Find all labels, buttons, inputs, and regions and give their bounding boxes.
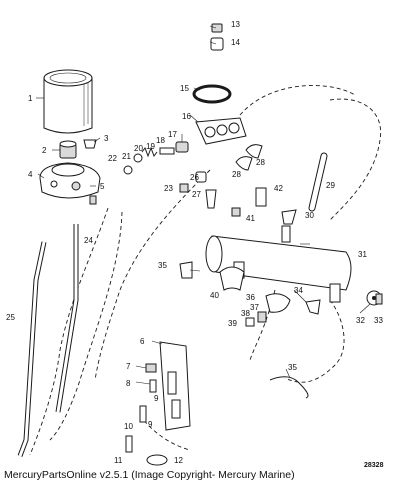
hose-end-parts	[179, 261, 309, 399]
callout-13: 13	[231, 20, 240, 29]
callout-40: 40	[210, 291, 219, 300]
plug-part	[83, 139, 97, 149]
tube-part-29	[308, 152, 328, 212]
callout-6: 6	[140, 337, 145, 346]
callout-39: 39	[228, 319, 237, 328]
callout-38: 38	[241, 309, 250, 318]
o-ring-part	[192, 84, 232, 104]
bracket-part	[125, 341, 191, 466]
callout-25: 25	[6, 313, 15, 322]
callout-labels: 1 2 3 4 5 6 7 8 9 9 10 11 12 13 14 15 16…	[6, 20, 383, 465]
callout-3: 3	[104, 134, 109, 143]
callout-4: 4	[28, 170, 33, 179]
distribution-block-part	[195, 117, 247, 145]
callout-33: 33	[374, 316, 383, 325]
callout-10: 10	[124, 422, 133, 431]
oil-filter-part	[43, 69, 93, 134]
anode-part	[305, 299, 321, 315]
callout-35a: 35	[158, 261, 167, 270]
callout-5: 5	[100, 182, 105, 191]
callout-41: 41	[246, 214, 255, 223]
connector-parts	[179, 171, 217, 209]
filter-mount-part	[39, 162, 101, 199]
callout-32: 32	[356, 316, 365, 325]
small-fittings	[231, 187, 297, 225]
callout-23: 23	[164, 184, 173, 193]
screw-part-5	[89, 195, 97, 205]
callout-19: 19	[146, 142, 155, 151]
callout-29: 29	[326, 181, 335, 190]
screw-part-33	[375, 293, 383, 305]
fitting-part-13	[211, 23, 223, 33]
callout-42: 42	[274, 184, 283, 193]
callout-27: 27	[192, 190, 201, 199]
leader-lines	[36, 25, 371, 385]
callout-20: 20	[134, 144, 143, 153]
copyright-footer: MercuryPartsOnline v2.5.1 (Image Copyrig…	[4, 469, 295, 481]
dipstick-tubes	[17, 224, 79, 457]
callout-14: 14	[231, 38, 240, 47]
dashed-hoses	[29, 85, 382, 456]
callout-17: 17	[168, 130, 177, 139]
callout-28a: 28	[256, 158, 265, 167]
callout-31: 31	[358, 250, 367, 259]
callout-8: 8	[126, 379, 131, 388]
callout-30: 30	[305, 211, 314, 220]
callout-12: 12	[174, 456, 183, 465]
callout-11: 11	[114, 456, 123, 465]
callout-22: 22	[108, 154, 117, 163]
callout-37: 37	[250, 303, 259, 312]
callout-18: 18	[156, 136, 165, 145]
manifold-part	[205, 225, 352, 303]
callout-16: 16	[182, 112, 191, 121]
callout-35b: 35	[288, 363, 297, 372]
callout-28b: 28	[232, 170, 241, 179]
callout-24: 24	[84, 236, 93, 245]
callout-9b: 9	[148, 420, 153, 429]
elbow-parts	[235, 144, 263, 171]
diagram-reference-number: 28328	[364, 462, 384, 469]
callout-1: 1	[28, 94, 33, 103]
callout-15: 15	[180, 84, 189, 93]
clamp-parts	[219, 266, 291, 327]
callout-9a: 9	[154, 394, 159, 403]
callout-21: 21	[122, 152, 131, 161]
callout-2: 2	[42, 146, 47, 155]
callout-26: 26	[190, 173, 199, 182]
callout-36: 36	[246, 293, 255, 302]
callout-34: 34	[294, 286, 303, 295]
adapter-nipple-part	[59, 140, 77, 159]
callout-7: 7	[126, 362, 131, 371]
fitting-part-14	[210, 37, 224, 51]
